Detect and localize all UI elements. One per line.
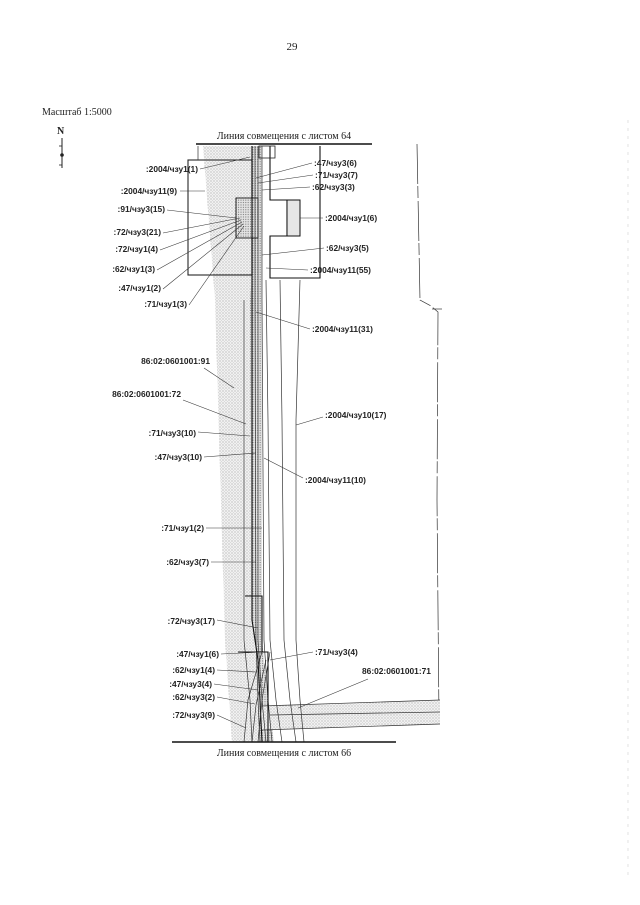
label-72-zu1-4: :72/чзу1(4) (115, 244, 158, 254)
label-47-zu1-2: :47/чзу1(2) (118, 283, 161, 293)
north-arrow-icon: N (57, 126, 65, 168)
label-71-zu3-4: :71/чзу3(4) (315, 647, 358, 657)
label-2004-zu11-55: :2004/чзу11(55) (310, 265, 371, 275)
label-72-zu3-9: :72/чзу3(9) (172, 710, 215, 720)
right-margin-line (416, 143, 440, 721)
label-2004-zu11-9: :2004/чзу11(9) (121, 186, 178, 196)
label-71-zu3-7: :71/чзу3(7) (315, 170, 358, 180)
label-72-zu3-21: :72/чзу3(21) (114, 227, 162, 237)
label-47-zu3-6: :47/чзу3(6) (314, 158, 357, 168)
label-47-zu3-10: :47/чзу3(10) (155, 452, 203, 462)
road-edge-bold (251, 146, 263, 743)
label-2004-zu10-17: :2004/чзу10(17) (325, 410, 387, 420)
label-2004-zu1-6: :2004/чзу1(6) (325, 213, 377, 223)
label-71-zu3-10: :71/чзу3(10) (149, 428, 197, 438)
road-line-6 (295, 279, 305, 743)
label-62-zu3-7: :62/чзу3(7) (166, 557, 209, 567)
parcel-71-edge-top (261, 699, 441, 707)
label-47-zu1-6: :47/чзу1(6) (176, 649, 219, 659)
bottom-diverge-2 (251, 659, 267, 743)
label-62-zu3-5: :62/чзу3(5) (326, 243, 369, 253)
north-letter: N (57, 126, 65, 137)
left-labels: :2004/чзу1(1) :2004/чзу11(9) :91/чзу3(15… (112, 164, 219, 720)
road-line-5 (279, 279, 297, 743)
label-91-zu3-15: :91/чзу3(15) (118, 204, 166, 214)
bottom-boundary-label: Линия совмещения с листом 66 (217, 748, 351, 759)
label-47-zu3-4: :47/чзу3(4) (169, 679, 212, 689)
label-2004-zu1-1: :2004/чзу1(1) (146, 164, 198, 174)
parcel-right-outline (269, 146, 321, 279)
road-line-2 (257, 146, 267, 743)
leader-lines (156, 156, 369, 729)
page-number: 29 (287, 41, 299, 53)
label-62-zu3-2: :62/чзу3(2) (172, 692, 215, 702)
parcel-71-edge-bottom (261, 723, 441, 731)
parcel-71-area (262, 700, 440, 730)
label-62-zu1-3: :62/чзу1(3) (112, 264, 155, 274)
parcel-2004-zu1-6-box (286, 199, 301, 237)
road-line-3 (254, 146, 261, 743)
road-line-1 (261, 146, 273, 743)
lower-notch-outline-2 (238, 651, 269, 742)
label-71-zu1-3: :71/чзу1(3) (144, 299, 187, 309)
label-62-zu1-4: :62/чзу1(4) (172, 665, 215, 675)
label-62-zu3-3: :62/чзу3(3) (312, 182, 355, 192)
bottom-diverge-3 (257, 651, 271, 743)
right-labels: :47/чзу3(6) :71/чзу3(7) :62/чзу3(3) :200… (305, 158, 431, 676)
label-2004-zu11-31: :2004/чзу11(31) (312, 324, 373, 334)
top-boundary-label: Линия совмещения с листом 64 (217, 131, 351, 142)
label-86-02-0601001-72: 86:02:0601001:72 (112, 389, 181, 399)
label-2004-zu11-10: :2004/чзу11(10) (305, 475, 366, 485)
road-line-4 (265, 279, 283, 743)
label-86-02-0601001-71: 86:02:0601001:71 (362, 666, 431, 676)
label-71-zu1-2: :71/чзу1(2) (161, 523, 204, 533)
top-small-frame (258, 145, 276, 159)
parcel-outline-ext (187, 146, 199, 275)
scale-text: Масштаб 1:5000 (42, 107, 112, 118)
parcel-71-centerline (269, 711, 441, 716)
label-86-02-0601001-91: 86:02:0601001:91 (141, 356, 210, 366)
road-line-7 (243, 300, 253, 743)
label-72-zu3-17: :72/чзу3(17) (168, 616, 216, 626)
